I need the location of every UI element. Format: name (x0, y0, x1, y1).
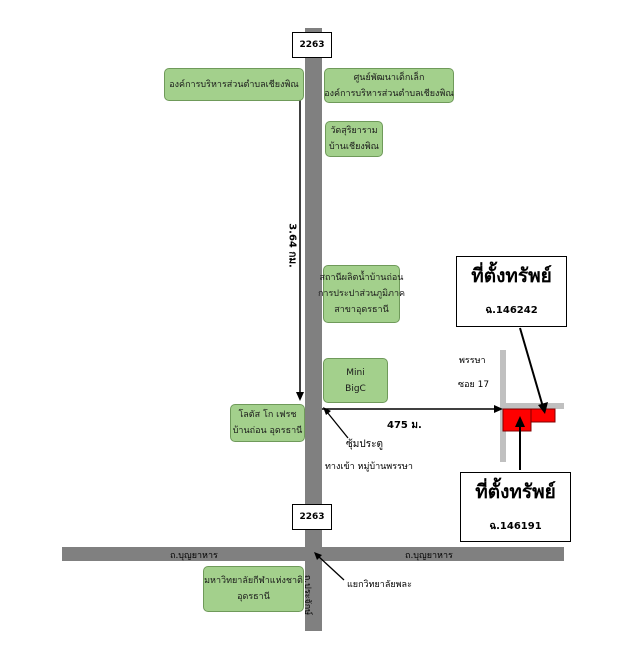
junction-label: แยกวิทยาลัยพละ (347, 580, 412, 590)
callout-146191-arrowhead (515, 416, 525, 427)
landmark-water-line1: สถานีผลิตน้ำบ้านถ่อน (319, 273, 404, 283)
property-callout-146191-title: ที่ตั้งทรัพย์ (475, 481, 556, 503)
landmark-childcare-line2: องค์การบริหารส่วนตำบลเชียงพิณ (324, 88, 454, 99)
landmark-temple-line2: บ้านเชียงพิณ (328, 142, 380, 152)
gate-label-line1: ซุ้มประตู (346, 439, 383, 450)
horizontal-road (62, 547, 564, 561)
vertical-distance-label: 3.64 กม. (286, 223, 298, 268)
landmark-lotus: โลตัส โก เฟรช บ้านถ่อน อุดรธานี (230, 404, 305, 442)
landmark-temple: วัดสุริยาราม บ้านเชียงพิณ (325, 121, 383, 157)
landmark-lotus-line1: โลตัส โก เฟรช (238, 410, 297, 420)
callout-146242-arrow-line (519, 327, 544, 408)
landmark-water-line2: การประปาส่วนภูมิภาค (317, 289, 406, 299)
landmark-childcare: ศูนย์พัฒนาเด็กเล็ก องค์การบริหารส่วนตำบล… (324, 68, 454, 103)
gate-label-line2: ทางเข้า หมู่บ้านพรรษา (325, 462, 413, 472)
property-callout-146242: ที่ตั้งทรัพย์ ฉ.146242 (456, 256, 567, 327)
landmark-temple-line1: วัดสุริยาราม (330, 126, 378, 136)
landmark-tao: องค์การบริหารส่วนตำบลเชียงพิณ (164, 68, 304, 101)
road-label-vertical: ถ.ประจักษ์ (302, 574, 312, 616)
side-road-soi: ซอย 17 (458, 380, 490, 390)
junction-pointer-line (317, 555, 345, 581)
landmark-lotus-line2: บ้านถ่อน อุดรธานี (232, 426, 303, 436)
landmark-university: มหาวิทยาลัยกีฬาแห่งชาติ อุดรธานี (203, 566, 304, 612)
highway-sign-top: 2263 (292, 32, 332, 58)
property-callout-146191: ที่ตั้งทรัพย์ ฉ.146191 (460, 472, 571, 542)
vertical-distance-arrowhead (296, 392, 304, 401)
landmark-univ-line2: อุดรธานี (237, 592, 270, 602)
landmark-bigc-line2: BigC (345, 383, 366, 394)
junction-pointer-arrowhead (314, 552, 322, 560)
highway-sign-bottom: 2263 (292, 504, 332, 530)
landmark-bigc-line1: Mini (346, 367, 365, 378)
landmark-water-station: สถานีผลิตน้ำบ้านถ่อน การประปาส่วนภูมิภาค… (318, 265, 405, 323)
landmark-childcare-line1: ศูนย์พัฒนาเด็กเล็ก (353, 72, 425, 83)
property-callout-146242-deed: ฉ.146242 (485, 305, 538, 316)
landmark-mini-bigc: Mini BigC (323, 358, 388, 403)
side-road-vertical (500, 350, 506, 462)
side-road-name: พรรษา (459, 356, 486, 366)
road-label-right: ถ.บุญยาหาร (405, 551, 453, 561)
property-lot-146191 (502, 408, 532, 432)
horizontal-distance-label: 475 ม. (387, 420, 422, 431)
gate-pointer-line (326, 411, 349, 439)
property-callout-146242-title: ที่ตั้งทรัพย์ (471, 265, 552, 287)
vertical-road (305, 28, 322, 631)
horizontal-distance-arrowhead (494, 405, 503, 413)
landmark-tao-label: องค์การบริหารส่วนตำบลเชียงพิณ (169, 79, 299, 90)
landmark-univ-line1: มหาวิทยาลัยกีฬาแห่งชาติ (204, 576, 303, 586)
property-callout-146191-deed: ฉ.146191 (489, 521, 542, 532)
road-label-left: ถ.บุญยาหาร (170, 551, 218, 561)
gate-pointer-arrowhead (323, 407, 331, 415)
side-road-horizontal (500, 403, 564, 409)
callout-146242-arrowhead (538, 402, 548, 414)
landmark-water-line3: สาขาอุดรธานี (334, 305, 389, 315)
